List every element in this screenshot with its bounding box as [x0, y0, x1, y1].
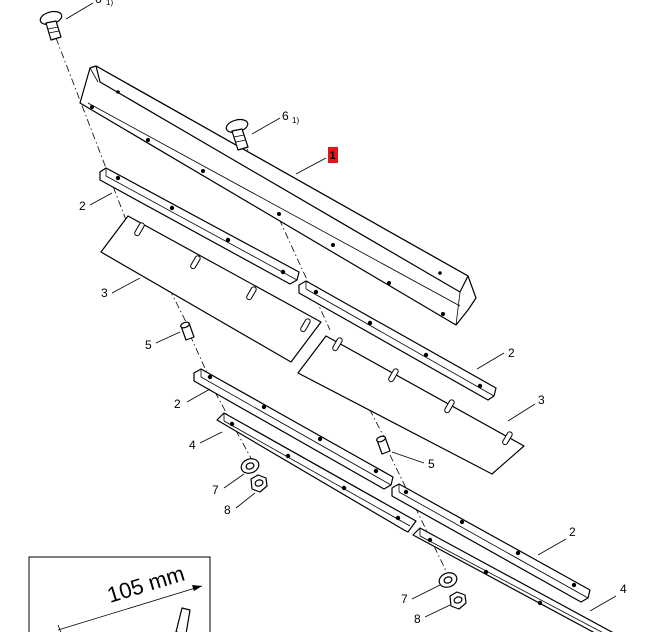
part-4-bar-lower-right: [412, 527, 614, 632]
callout-3-upper-left: 3: [101, 286, 108, 300]
part-2-strip-lower-right: [391, 483, 591, 603]
callout-2-upper-right: 2: [508, 346, 515, 360]
callout-1-highlight: [328, 147, 338, 163]
part-8-nut-left: [250, 474, 268, 493]
callout-7-left: 7: [212, 483, 219, 497]
callout-5-upper: 5: [145, 338, 152, 352]
callout-2-lower-right: 2: [569, 525, 576, 539]
part-5-spacer-upper: [180, 321, 195, 341]
callout-6-top: 6: [95, 0, 102, 6]
inset-detail-box: 105 mm: [28, 556, 211, 632]
callout-2-upper-left: 2: [79, 199, 86, 213]
part-2-strip-upper-right: [298, 280, 497, 401]
part-7-washer-left: [240, 458, 260, 474]
part-2-strip-middle-left: [193, 368, 394, 490]
part-4-bar-middle-left: [216, 412, 417, 533]
part-1-angle-bracket: [79, 65, 477, 326]
callout-6-middle: 6: [282, 109, 289, 123]
callout-8-right: 8: [414, 612, 421, 626]
callout-1: 1: [330, 150, 336, 162]
part-8-nut-right: [449, 591, 467, 610]
callout-4-lower-right: 4: [620, 582, 627, 596]
callout-5-lower: 5: [428, 457, 435, 471]
part-3-plate-upper-left: [100, 215, 322, 363]
callout-4-middle-left: 4: [189, 438, 196, 452]
part-2-strip-upper-left: [99, 167, 300, 285]
callout-3-upper-right: 3: [538, 393, 545, 407]
part-7-washer-right: [438, 572, 458, 588]
callout-6-top-footnote: 1): [106, 0, 113, 7]
part-6-bolt-middle: [225, 118, 249, 151]
callout-leaders: [65, 2, 617, 618]
callout-7-right: 7: [401, 592, 408, 606]
callout-6-middle-footnote: 1): [292, 116, 299, 125]
callout-2-middle-left: 2: [174, 397, 181, 411]
part-5-spacer-lower: [376, 435, 391, 455]
callout-8-left: 8: [224, 503, 231, 517]
callout-labels: 6 1) 6 1) 1 2 3 5 2 3 2 4 7 8 5 2 7 8 4: [79, 0, 627, 626]
part-6-bolt-top: [39, 10, 63, 41]
part-3-plate-upper-right: [297, 335, 525, 475]
